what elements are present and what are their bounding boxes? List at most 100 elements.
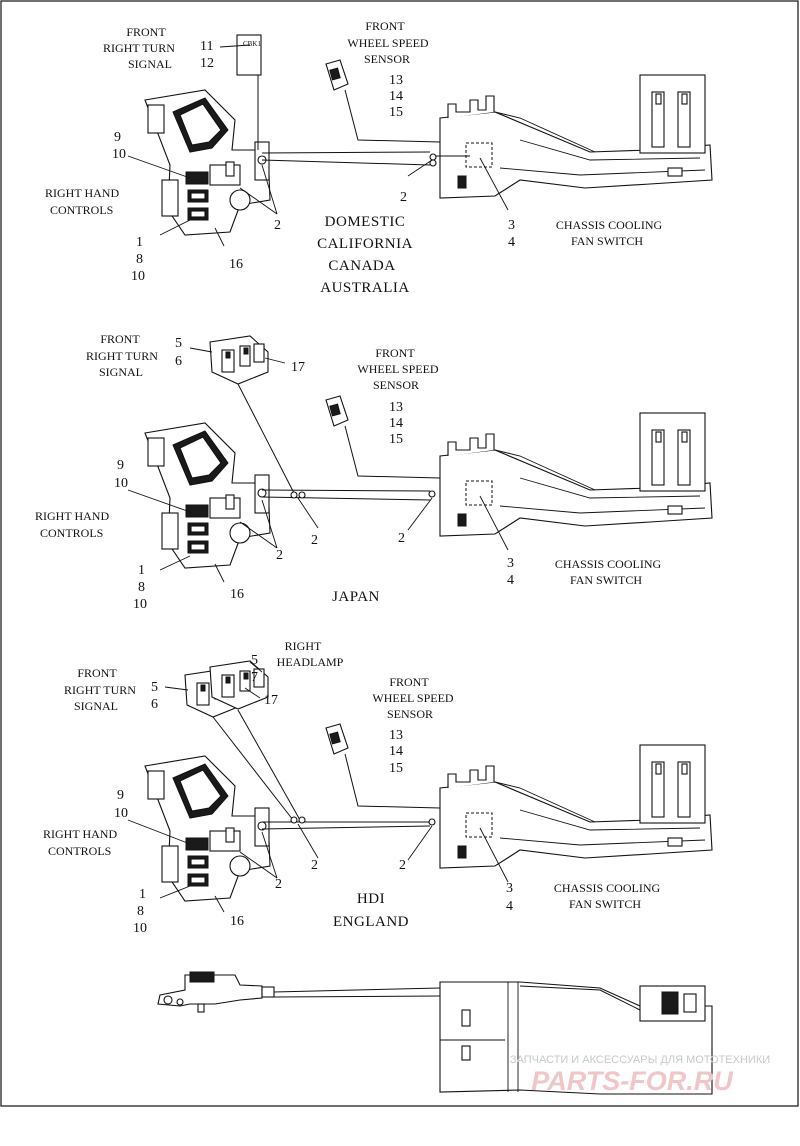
ref-16: 16 [230,587,244,602]
ref-7: 7 [251,670,258,685]
ref-13: 13 [389,400,403,415]
ref-17: 17 [291,360,305,375]
ref-15: 15 [389,761,403,776]
ref-2-a: 2 [274,218,281,233]
ref-10b: 10 [131,269,145,284]
ref-8: 8 [137,904,144,919]
fan-switch-label-2: FAN SWITCH [571,234,643,248]
speed-sensor-label-1: FRONT [375,346,415,360]
turn-signal-plug [236,34,262,76]
ref-2-c: 2 [399,858,406,873]
ref-4: 4 [506,899,513,914]
region-line-2: CALIFORNIA [317,236,413,252]
ref-11: 11 [200,39,213,54]
region-line-1: JAPAN [332,589,380,605]
panel-hdi-england: FRONT RIGHT TURN SIGNAL 5 6 RIGHT HEADLA… [43,639,713,936]
ref-14: 14 [389,89,403,104]
fan-switch-label-1: CHASSIS COOLING [554,881,661,895]
region-line-1: DOMESTIC [325,214,406,230]
region-line-2: ENGLAND [333,914,409,930]
ref-13: 13 [389,728,403,743]
ref-6: 6 [151,697,158,712]
ref-13: 13 [389,73,403,88]
ref-10b: 10 [133,597,147,612]
fan-switch-label-1: CHASSIS COOLING [556,218,663,232]
controls-label-1: RIGHT HAND [45,186,119,200]
headlamp-label-1: RIGHT [285,639,322,653]
headlamp-label-2: HEADLAMP [277,655,344,669]
ref-1: 1 [136,235,143,250]
ref-10: 10 [112,147,126,162]
ref-1: 1 [139,887,146,902]
speed-sensor-label-3: SENSOR [373,378,419,392]
ref-3: 3 [508,218,515,233]
fan-switch-label-1: CHASSIS COOLING [555,557,662,571]
speed-sensor-label-3: SENSOR [364,52,410,66]
watermark-line-1: ЗАПЧАСТИ И АКСЕССУАРЫ ДЛЯ МОТОТЕХНИКИ [510,1054,770,1066]
turn-signal-label-1: FRONT [77,666,117,680]
turn-signal-tag: CBK1 [243,40,261,48]
speed-sensor-label-1: FRONT [389,675,429,689]
speed-sensor-label-2: WHEEL SPEED [357,362,439,376]
ref-17: 17 [264,693,278,708]
ref-6: 6 [175,354,182,369]
ref-2-b: 2 [311,533,318,548]
ref-3: 3 [507,556,514,571]
ref-2-b: 2 [400,190,407,205]
fan-switch-label-2: FAN SWITCH [569,897,641,911]
controls-label-2: CONTROLS [40,526,103,540]
region-line-4: AUSTRALIA [320,280,410,296]
ref-9: 9 [114,130,121,145]
turn-signal-label-2: RIGHT TURN [103,41,175,55]
ref-16: 16 [230,914,244,929]
ref-2-a: 2 [276,548,283,563]
fan-switch-label-2: FAN SWITCH [570,573,642,587]
controls-label-2: CONTROLS [50,203,113,217]
ref-10: 10 [114,806,128,821]
turn-signal-label-3: SIGNAL [74,699,118,713]
turn-signal-label-3: SIGNAL [99,365,143,379]
controls-label-2: CONTROLS [48,844,111,858]
ref-9: 9 [117,788,124,803]
page-border [0,0,799,1107]
ref-5b: 5 [251,653,258,668]
ref-15: 15 [389,105,403,120]
side-view [157,971,713,1095]
ref-15: 15 [389,432,403,447]
speed-sensor-label-3: SENSOR [387,707,433,721]
controls-label-1: RIGHT HAND [35,509,109,523]
watermark-line-2: PARTS-FOR.RU [531,1066,734,1096]
speed-sensor-label-1: FRONT [365,19,405,33]
region-line-3: CANADA [328,258,395,274]
panel-domestic: CBK1 FRONT RIGHT TURN SIGNAL 11 12 FRONT… [45,19,713,296]
ref-12: 12 [200,56,214,71]
speed-sensor-label-2: WHEEL SPEED [372,691,454,705]
turn-signal-label-3: SIGNAL [128,57,172,71]
ref-5: 5 [175,336,182,351]
controls-label-1: RIGHT HAND [43,827,117,841]
ref-1: 1 [138,563,145,578]
ref-2-b: 2 [311,858,318,873]
region-line-1: HDI [357,891,385,907]
ref-8: 8 [136,252,143,267]
speed-sensor-label-2: WHEEL SPEED [347,36,429,50]
turn-signal-label-1: FRONT [126,25,166,39]
ref-8: 8 [138,580,145,595]
ref-14: 14 [389,744,403,759]
ref-4: 4 [507,573,514,588]
panel-japan: FRONT RIGHT TURN SIGNAL 5 6 17 FRONT WHE… [35,332,713,612]
ref-3: 3 [506,881,513,896]
ref-5: 5 [151,680,158,695]
ref-2-c: 2 [398,531,405,546]
ref-16: 16 [229,257,243,272]
turn-signal-label-1: FRONT [100,332,140,346]
ref-10b: 10 [133,921,147,936]
ref-4: 4 [508,235,515,250]
ref-14: 14 [389,416,403,431]
ref-2-a: 2 [275,877,282,892]
ref-10: 10 [114,476,128,491]
turn-signal-label-2: RIGHT TURN [64,683,136,697]
turn-signal-label-2: RIGHT TURN [86,349,158,363]
ref-9: 9 [117,458,124,473]
